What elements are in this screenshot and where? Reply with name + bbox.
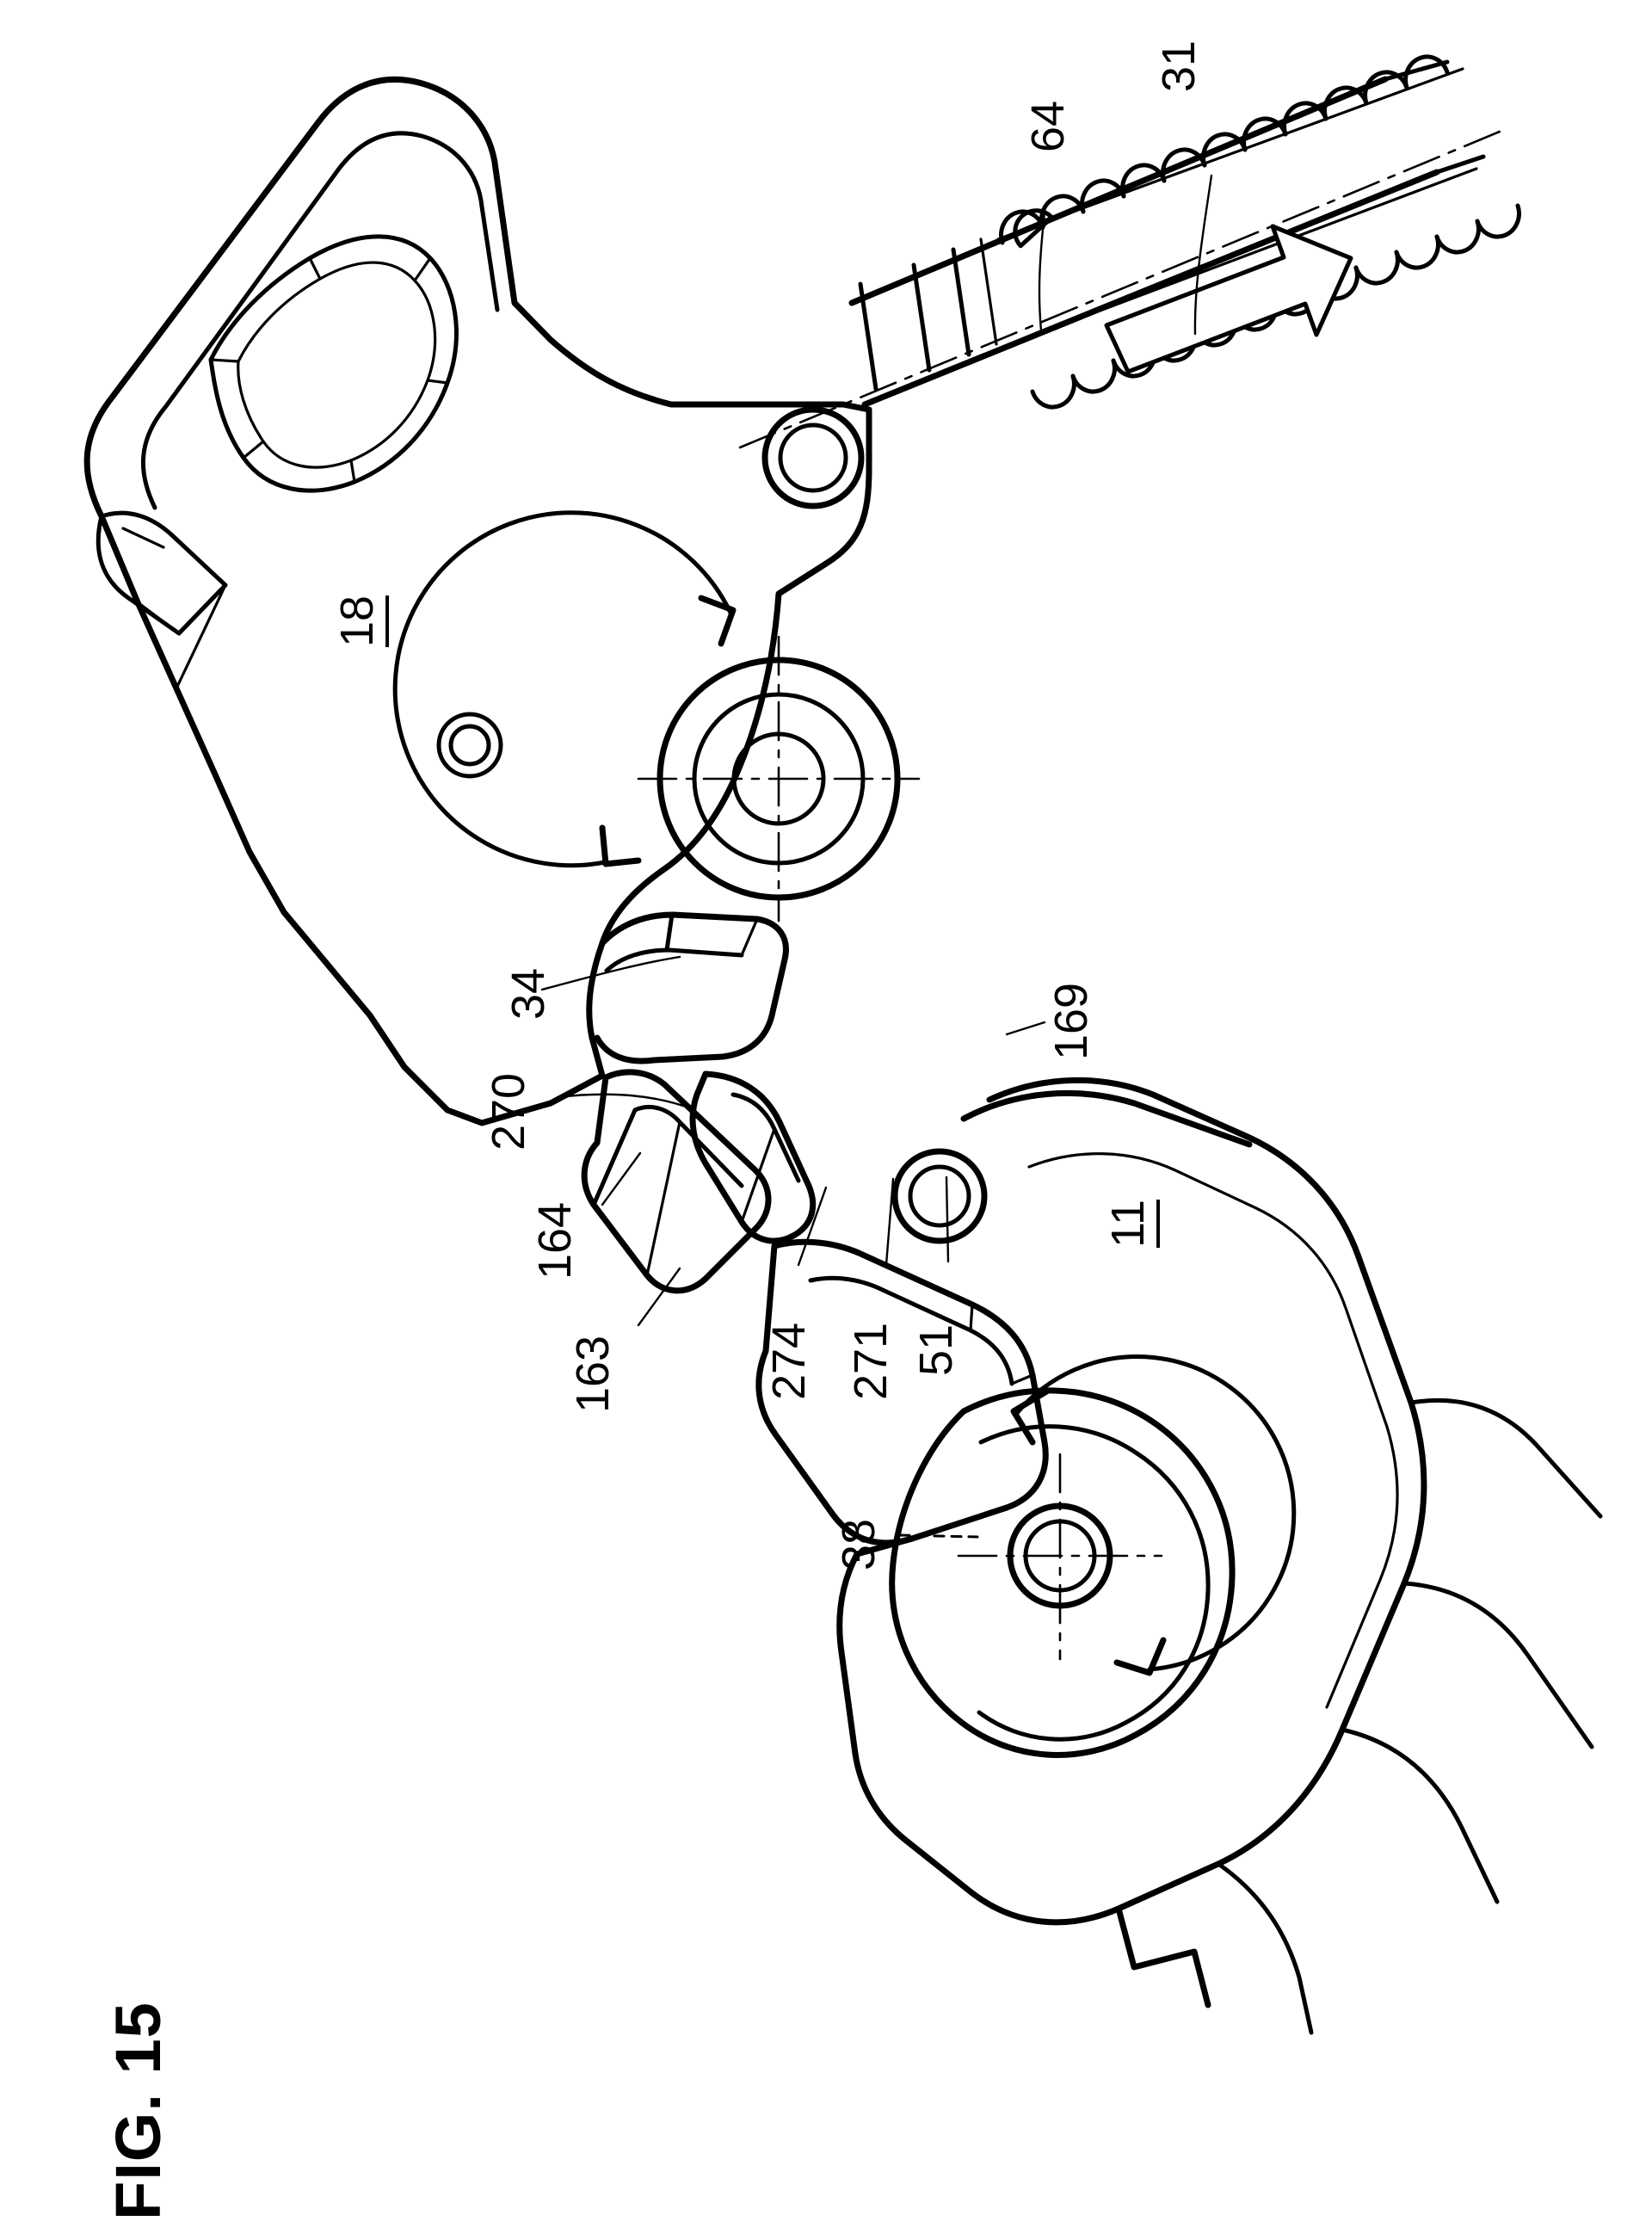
leader-31 — [1193, 174, 1213, 336]
ref-label-163: 163 — [567, 1335, 620, 1414]
figure-caption-text: FIG. 15 — [102, 2002, 174, 2220]
leader-51 — [945, 1175, 950, 1263]
latch-body — [755, 1238, 1049, 1546]
leader-274 — [797, 1186, 828, 1267]
ref-label-64: 64 — [1022, 100, 1075, 153]
reference-numeral-163: 163 — [567, 1335, 620, 1414]
leader-lines — [540, 174, 1213, 1539]
leader-34 — [540, 955, 681, 991]
ref-label-38: 38 — [833, 1518, 885, 1571]
thread-row-upper — [999, 54, 1450, 245]
figure-caption: FIG. 15 — [52, 1859, 224, 2220]
handle-butt-cap — [96, 510, 228, 690]
reference-numeral-18: 18 — [331, 595, 390, 648]
lower-pivot-assembly — [889, 1387, 1236, 1758]
trigger-lever — [594, 911, 789, 1064]
shaft-rear-pin — [761, 406, 865, 509]
ref-label-31: 31 — [1153, 40, 1205, 93]
reference-numeral-34: 34 — [502, 967, 555, 1021]
handle-bushing — [436, 712, 503, 779]
reference-numeral-51: 51 — [910, 1323, 963, 1377]
lower-jaw-body — [836, 1077, 1603, 2035]
leader-163 — [637, 1267, 681, 1327]
leader-271 — [885, 1177, 895, 1267]
ref-label-169: 169 — [1045, 982, 1098, 1061]
leader-64 — [1038, 203, 1047, 332]
reference-numeral-11: 11 — [1102, 1199, 1161, 1249]
upper-pivot-assembly — [637, 635, 921, 922]
leader-169 — [1005, 1021, 1046, 1036]
lower-rotation-arrow — [1010, 1354, 1297, 1676]
reference-numeral-31: 31 — [1153, 40, 1205, 93]
ref-label-270: 270 — [483, 1072, 535, 1151]
ref-label-51: 51 — [910, 1323, 963, 1377]
ref-label-11: 11 — [1102, 1199, 1155, 1249]
leader-164 — [601, 1151, 642, 1206]
leader-38 — [898, 1533, 979, 1539]
ref-label-274: 274 — [763, 1322, 816, 1401]
ref-label-34: 34 — [502, 967, 555, 1021]
reference-numeral-271: 271 — [845, 1322, 897, 1401]
pivot-boss-51 — [891, 1148, 988, 1244]
leader-270 — [556, 1093, 697, 1112]
upper-rotation-arrow — [392, 510, 737, 868]
reference-numeral-164: 164 — [529, 1201, 582, 1280]
reference-numeral-274: 274 — [763, 1322, 816, 1401]
ref-label-18: 18 — [331, 595, 384, 648]
reference-numeral-169: 169 — [1045, 982, 1098, 1061]
ref-label-271: 271 — [845, 1322, 897, 1401]
reference-numeral-270: 270 — [483, 1072, 535, 1151]
handle-grip-relief — [140, 131, 500, 510]
jaw-upper-edge-169 — [960, 1089, 1253, 1148]
handle-body-outline — [83, 76, 872, 1126]
trigger-link-270 — [689, 1070, 817, 1244]
reference-numeral-64: 64 — [1022, 100, 1075, 153]
reference-numeral-38: 38 — [833, 1518, 885, 1571]
pawl-assembly — [581, 1069, 772, 1294]
threaded-shaft — [738, 59, 1507, 449]
ref-label-164: 164 — [529, 1201, 582, 1280]
thread-scallops-upper — [1013, 208, 1054, 249]
translation-arrow — [1104, 224, 1353, 374]
